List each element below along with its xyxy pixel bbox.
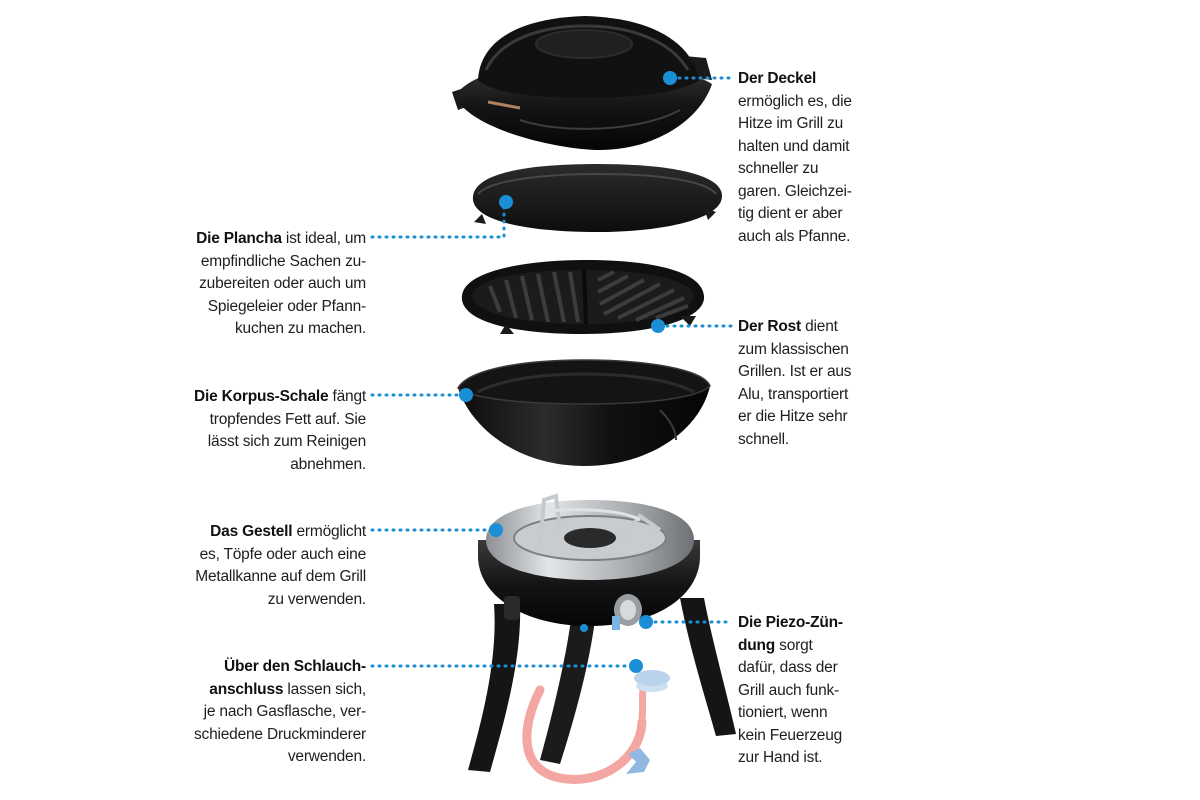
rost-line: Grillen. Ist er aus [738,363,852,380]
piezo-title-2: dung [738,636,776,654]
gestell-title-rest: ermöglicht [292,523,366,540]
schlauch-title-2: anschluss [209,680,284,698]
deckel-line: ermöglich es, die [738,92,852,110]
gestell-line: Metallkanne auf dem Grill [195,568,366,585]
leader-plancha [370,202,506,239]
piezo-title-rest: sorgt [775,636,813,654]
lid-part [452,16,712,150]
piezo-line: dafür, dass der [738,659,838,676]
dot-piezo [639,615,653,629]
dot-deckel [663,71,677,85]
korpus-line: abnehmen. [290,455,366,473]
plancha-line: empfindliche Sachen zu- [200,252,366,270]
korpus-title: Die Korpus-Schale [193,388,329,405]
deckel-line: Hitze im Grill zu [738,115,844,132]
leader-dots [459,71,677,673]
rost-title: Der Rost [738,318,801,335]
label-schlauch: Über den Schlauch- anschluss lassen sich… [194,656,366,769]
korpus-title-rest: fängt [328,388,367,405]
rost-line: Alu, transportiert [738,385,849,403]
rost-line: er die Hitze sehr [738,408,848,425]
dot-gestell [489,523,503,537]
schlauch-title-rest: lassen sich, [283,680,366,698]
gestell-line: zu verwenden. [267,590,366,608]
plancha-part [472,164,722,232]
label-piezo: Die Piezo-Zün- dung sorgt dafür, dass de… [738,612,843,770]
dot-plancha [499,195,513,209]
label-plancha: Die Plancha ist ideal, um empfindliche S… [196,228,366,341]
deckel-title: Der Deckel [738,70,817,87]
gestell-line: es, Töpfe oder auch eine [199,545,367,563]
plancha-title-rest: ist ideal, um [281,230,366,247]
plancha-line: zubereiten oder auch um [199,275,366,292]
piezo-line: Grill auch funk- [738,681,840,699]
label-gestell: Das Gestell ermöglicht es, Töpfe oder au… [195,521,366,611]
deckel-line: schneller zu [738,160,819,177]
korpus-line: lässt sich zum Reinigen [207,433,366,450]
piezo-title-1: Die Piezo-Zün- [738,614,843,631]
stand-part [468,493,736,772]
grate-part [461,260,705,334]
dot-schlauch [629,659,643,673]
deckel-line: tig dient er aber [738,205,843,222]
korpus-line: tropfendes Fett auf. Sie [209,410,367,428]
gestell-title: Das Gestell [210,523,293,540]
label-korpus: Die Korpus-Schale fängt tropfendes Fett … [194,386,366,476]
rost-line: zum klassischen [738,340,849,358]
plancha-line: kuchen zu machen. [234,320,366,337]
rost-line: schnell. [738,430,789,448]
deckel-line: halten und damit [738,137,850,155]
schlauch-line: je nach Gasflasche, ver- [203,703,367,720]
leader-lines [370,76,734,668]
deckel-line: garen. Gleichzei- [738,182,852,200]
gas-hose [522,670,670,784]
schlauch-line: schiedene Druckminderer [193,725,366,743]
plancha-line: Spiegeleier oder Pfann- [207,297,366,315]
piezo-line: tioniert, wenn [738,704,828,721]
piezo-line: kein Feuerzeug [738,726,843,744]
label-rost: Der Rost dient zum klassischen Grillen. … [738,316,852,451]
bowl-part [457,359,711,466]
plancha-title: Die Plancha [196,230,282,247]
rost-title-rest: dient [801,318,838,335]
schlauch-line: verwenden. [287,748,366,765]
deckel-line: auch als Pfanne. [738,227,851,245]
schlauch-title-1: Über den Schlauch- [224,658,366,675]
piezo-line: zur Hand ist. [738,749,823,766]
label-deckel: Der Deckel ermöglich es, die Hitze im Gr… [738,68,852,248]
dot-rost [651,319,665,333]
dot-korpus [459,388,473,402]
